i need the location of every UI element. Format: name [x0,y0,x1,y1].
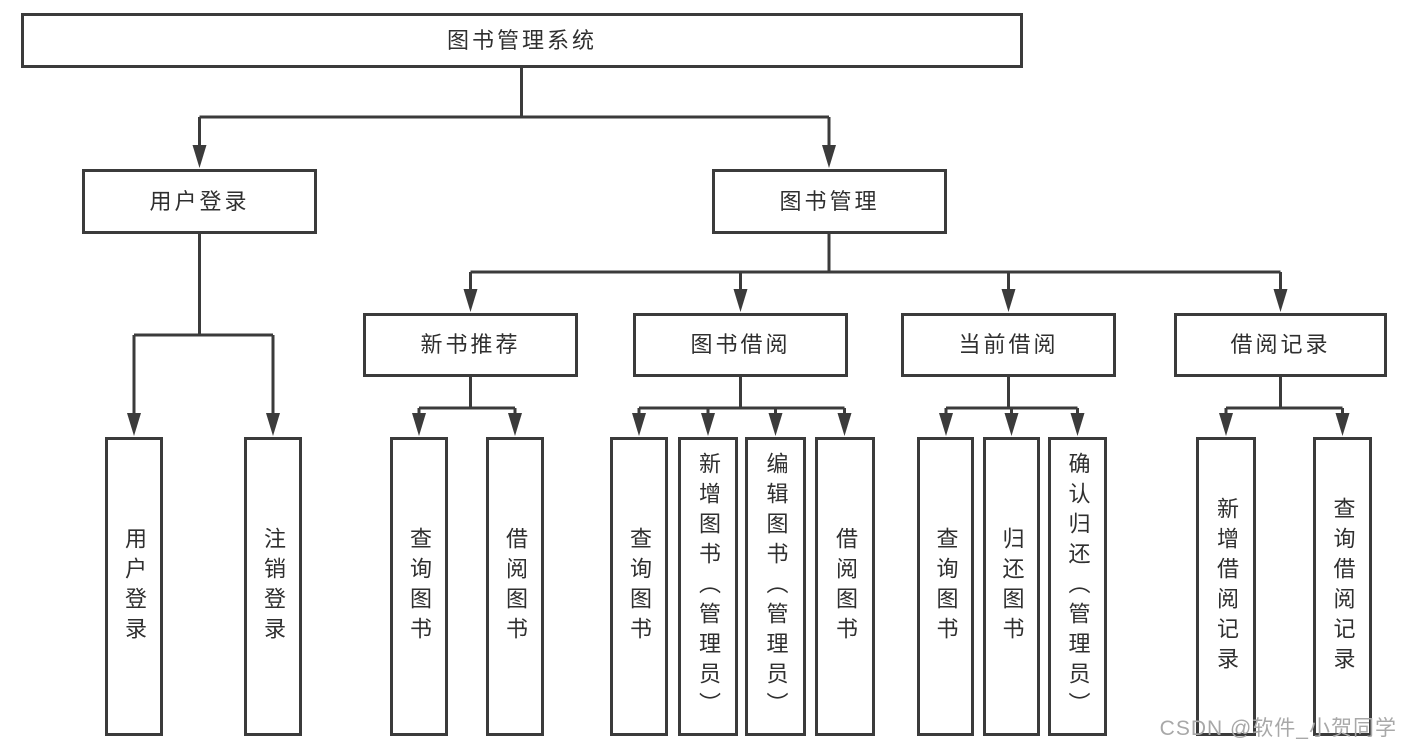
leaf-label: 借阅图书 [503,526,528,647]
leaf-label: 查询图书 [407,526,432,647]
leaf-confirm-return-admin: 确认归还（管理员） [1048,437,1107,736]
leaf-add-books-admin: 新增图书（管理员） [678,437,738,736]
leaf-label: 查询图书 [627,526,652,647]
node-current-borrowing: 当前借阅 [901,313,1116,377]
node-book-management-system: 图书管理系统 [21,13,1023,68]
node-label: 图书借阅 [690,332,791,357]
node-label: 用户登录 [149,188,250,214]
leaf-label: 查询借阅记录 [1330,496,1356,677]
leaf-return-books: 归还图书 [983,437,1040,736]
leaf-borrow-books-2: 借阅图书 [815,437,875,736]
leaf-query-books-3: 查询图书 [917,437,974,736]
leaf-label: 借阅图书 [833,526,858,647]
node-borrowing-records: 借阅记录 [1174,313,1387,377]
node-user-login: 用户登录 [82,169,317,234]
leaf-label: 归还图书 [999,526,1025,647]
node-label: 借阅记录 [1230,332,1331,357]
node-book-management: 图书管理 [712,169,947,234]
leaf-label: 确认归还（管理员） [1065,451,1091,722]
leaf-label: 用户登录 [122,526,147,647]
node-book-borrowing: 图书借阅 [633,313,848,377]
leaf-query-borrow-record: 查询借阅记录 [1313,437,1372,736]
leaf-logout: 注销登录 [244,437,302,736]
csdn-watermark: CSDN @软件_小贺同学 [1159,717,1397,740]
leaf-borrow-books-1: 借阅图书 [486,437,544,736]
leaf-label: 新增借阅记录 [1214,496,1239,677]
node-label: 当前借阅 [958,332,1059,357]
node-label: 图书管理 [779,188,880,214]
leaf-label: 新增图书（管理员） [696,451,721,722]
leaf-user-login: 用户登录 [105,437,163,736]
node-new-book-recommendation: 新书推荐 [363,313,578,377]
leaf-query-books-2: 查询图书 [610,437,668,736]
leaf-edit-books-admin: 编辑图书（管理员） [745,437,806,736]
leaf-label: 注销登录 [261,526,286,647]
leaf-query-books-1: 查询图书 [390,437,448,736]
leaf-label: 查询图书 [933,526,959,647]
leaf-add-borrow-record: 新增借阅记录 [1196,437,1256,736]
leaf-label: 编辑图书（管理员） [763,451,789,722]
node-label: 新书推荐 [420,332,521,357]
node-label: 图书管理系统 [446,27,597,53]
